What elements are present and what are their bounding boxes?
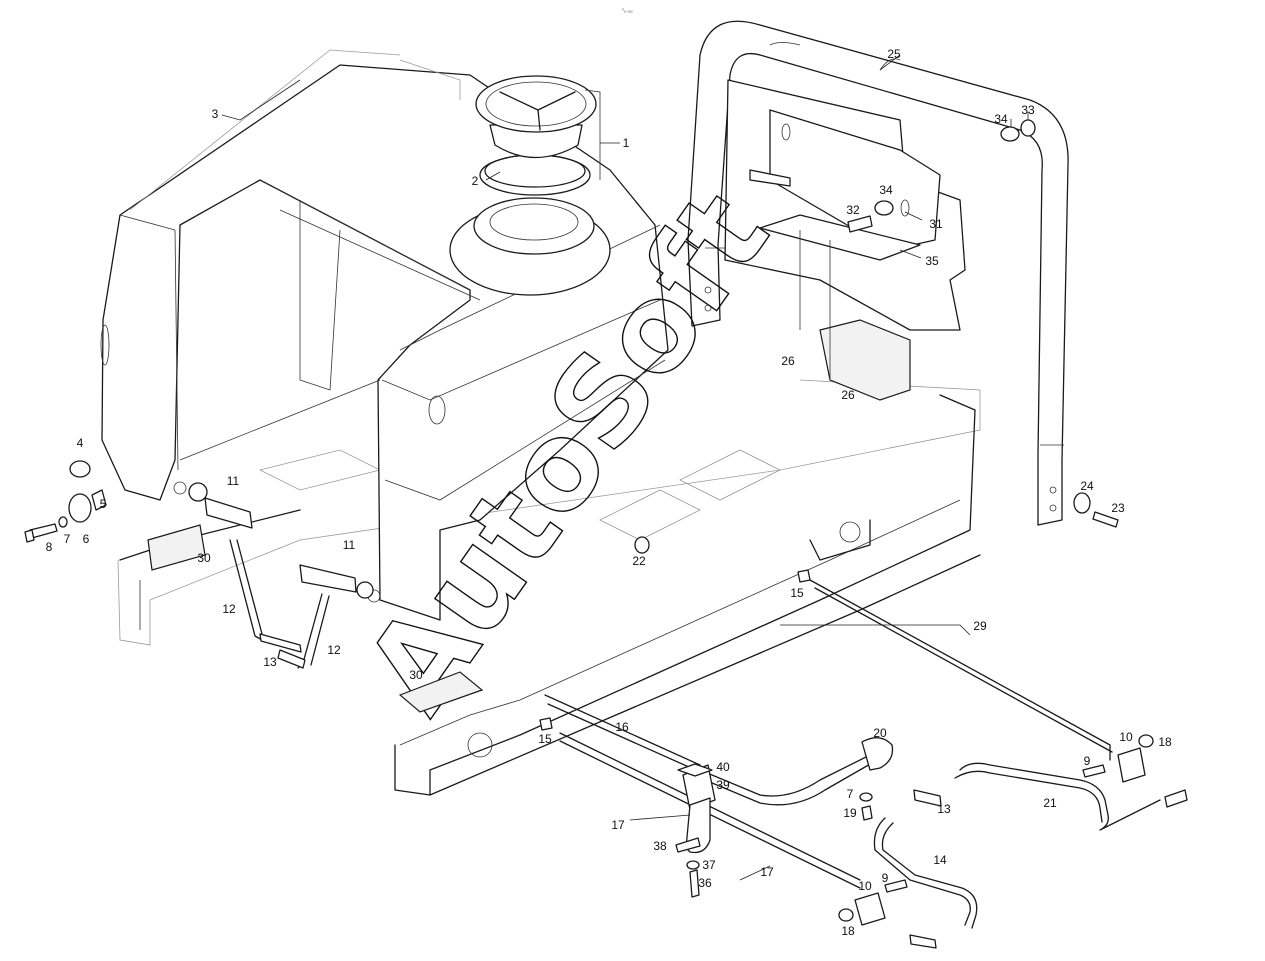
callout-c3: 3 — [212, 107, 219, 121]
callout-c40: 40 — [716, 760, 730, 774]
callout-c25: 25 — [887, 47, 901, 61]
callout-c2: 2 — [472, 174, 479, 188]
callout-c11a: 11 — [227, 474, 240, 488]
callout-c32: 32 — [846, 203, 860, 217]
callout-c26b: 26 — [841, 388, 855, 402]
callout-c21: 21 — [1043, 796, 1057, 810]
callout-c19: 19 — [843, 806, 857, 820]
callout-c39: 39 — [716, 778, 730, 792]
callout-c17b: 17 — [760, 865, 774, 879]
callout-c8: 8 — [46, 540, 53, 554]
fuel-lines — [544, 579, 1161, 929]
callout-c7b: 7 — [847, 787, 854, 801]
callout-c10a: 10 — [1119, 730, 1133, 744]
left-side-fittings — [24, 460, 484, 713]
callout-c9b: 9 — [882, 871, 889, 885]
callout-c18a: 18 — [1158, 735, 1172, 749]
callout-c13a: 13 — [263, 655, 277, 669]
right-hardware — [634, 119, 1119, 554]
callout-labels: 1234567789910101111121213131415151617171… — [46, 47, 1172, 938]
callout-c38: 38 — [653, 839, 667, 853]
callout-c16: 16 — [615, 720, 629, 734]
callout-c6: 6 — [83, 532, 90, 546]
callout-c15a: 15 — [790, 586, 804, 600]
callout-c26a: 26 — [781, 354, 795, 368]
callout-c33: 33 — [1021, 103, 1035, 117]
callout-c1: 1 — [623, 136, 630, 150]
callout-c17a: 17 — [611, 818, 625, 832]
callout-c31: 31 — [929, 217, 943, 231]
callout-c34a: 34 — [994, 112, 1008, 126]
callout-c4: 4 — [77, 436, 84, 450]
callout-c10b: 10 — [858, 879, 872, 893]
callout-c23: 23 — [1111, 501, 1125, 515]
callout-c5: 5 — [100, 497, 107, 511]
callout-c30b: 30 — [409, 668, 423, 682]
roll-bar — [687, 20, 1069, 526]
callout-c20: 20 — [873, 726, 887, 740]
callout-c35: 35 — [925, 254, 939, 268]
callout-c29: 29 — [973, 619, 987, 633]
callout-c36: 36 — [698, 876, 712, 890]
callout-c37: 37 — [702, 858, 716, 872]
callout-c15b: 15 — [538, 732, 552, 746]
callout-c14: 14 — [933, 853, 947, 867]
callout-c11b: 11 — [343, 538, 356, 552]
callout-c13b: 13 — [937, 802, 951, 816]
leader-lines — [221, 54, 1029, 881]
callout-c24: 24 — [1080, 479, 1094, 493]
callout-c30a: 30 — [197, 551, 211, 565]
callout-c34b: 34 — [879, 183, 893, 197]
callout-c18b: 18 — [841, 924, 855, 938]
drawing-header-code: ⁰ₐ ₓₐₒ — [622, 8, 633, 14]
callout-c12b: 12 — [327, 643, 341, 657]
callout-c9a: 9 — [1084, 754, 1091, 768]
small-fittings — [539, 569, 1188, 949]
callout-c22: 22 — [632, 554, 646, 568]
filler-cap — [449, 75, 611, 296]
callout-c12a: 12 — [222, 602, 236, 616]
callout-c7a: 7 — [64, 532, 71, 546]
